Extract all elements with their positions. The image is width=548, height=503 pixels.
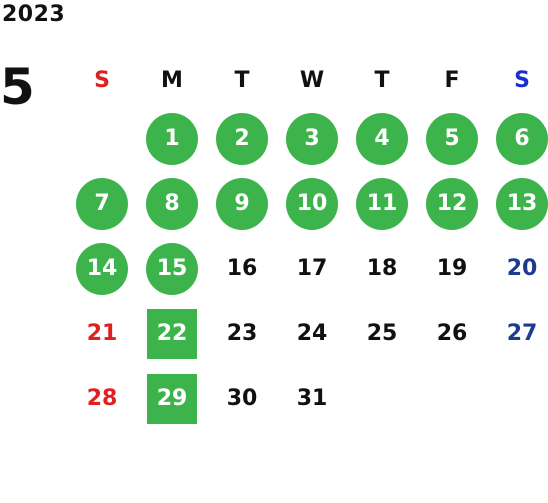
day-22[interactable]: 22 bbox=[147, 308, 197, 359]
day-1[interactable]: 1 bbox=[146, 112, 198, 165]
calendar-grid: S M T W T F S 1 2 3 4 5 6 7 8 9 10 11 12… bbox=[67, 54, 548, 431]
day-25[interactable]: 25 bbox=[366, 321, 398, 346]
day-10[interactable]: 10 bbox=[286, 177, 338, 230]
day-6[interactable]: 6 bbox=[496, 112, 548, 165]
week-row-3: 14 15 16 17 18 19 20 bbox=[67, 236, 548, 301]
day-5[interactable]: 5 bbox=[426, 112, 478, 165]
day-20[interactable]: 20 bbox=[506, 256, 538, 281]
day-19[interactable]: 19 bbox=[436, 256, 468, 281]
day-2[interactable]: 2 bbox=[216, 112, 268, 165]
day-29[interactable]: 29 bbox=[147, 373, 197, 424]
day-27[interactable]: 27 bbox=[506, 321, 538, 346]
weekday-sunday: S bbox=[94, 67, 110, 93]
month-label: 5 bbox=[0, 58, 35, 116]
day-18[interactable]: 18 bbox=[366, 256, 398, 281]
week-row-1: 1 2 3 4 5 6 bbox=[67, 106, 548, 171]
day-16[interactable]: 16 bbox=[226, 256, 258, 281]
day-15[interactable]: 15 bbox=[146, 242, 198, 295]
weekday-monday: M bbox=[161, 67, 183, 93]
day-26[interactable]: 26 bbox=[436, 321, 468, 346]
weekday-thursday: T bbox=[374, 67, 390, 93]
day-17[interactable]: 17 bbox=[296, 256, 328, 281]
day-11[interactable]: 11 bbox=[356, 177, 408, 230]
day-31[interactable]: 31 bbox=[296, 386, 328, 411]
weekday-friday: F bbox=[444, 67, 460, 93]
day-7[interactable]: 7 bbox=[76, 177, 128, 230]
day-4[interactable]: 4 bbox=[356, 112, 408, 165]
weekday-tuesday: T bbox=[234, 67, 250, 93]
week-row-5: 28 29 30 31 bbox=[67, 366, 548, 431]
day-13[interactable]: 13 bbox=[496, 177, 548, 230]
day-21[interactable]: 21 bbox=[86, 321, 118, 346]
week-row-4: 21 22 23 24 25 26 27 bbox=[67, 301, 548, 366]
day-30[interactable]: 30 bbox=[226, 386, 258, 411]
day-8[interactable]: 8 bbox=[146, 177, 198, 230]
day-12[interactable]: 12 bbox=[426, 177, 478, 230]
day-28[interactable]: 28 bbox=[86, 386, 118, 411]
year-label: 2023 bbox=[2, 2, 66, 27]
week-row-2: 7 8 9 10 11 12 13 bbox=[67, 171, 548, 236]
day-9[interactable]: 9 bbox=[216, 177, 268, 230]
weekday-header-row: S M T W T F S bbox=[67, 54, 548, 106]
day-23[interactable]: 23 bbox=[226, 321, 258, 346]
day-24[interactable]: 24 bbox=[296, 321, 328, 346]
weekday-wednesday: W bbox=[299, 67, 325, 93]
day-3[interactable]: 3 bbox=[286, 112, 338, 165]
day-14[interactable]: 14 bbox=[76, 242, 128, 295]
weekday-saturday: S bbox=[514, 67, 530, 93]
